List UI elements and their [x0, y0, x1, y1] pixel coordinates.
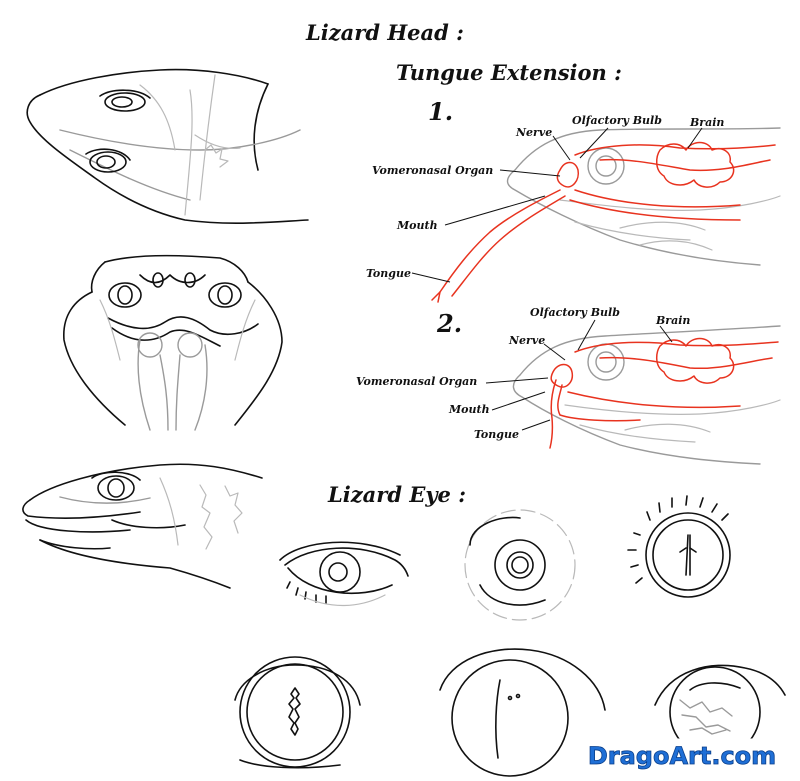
step-2-number: 2. — [436, 309, 462, 338]
lizard-head-open-mouth — [22, 463, 263, 589]
label-2-vomeronasal-organ: Vomeronasal Organ — [356, 375, 477, 388]
watermark-text: DragoArt.com — [588, 742, 776, 770]
label-2-olfactory-bulb: Olfactory Bulb — [530, 306, 620, 319]
eye-1-lidded — [279, 541, 409, 607]
tongue-diagram-1: Nerve Olfactory Bulb Brain Vomeronasal O… — [366, 114, 781, 303]
eye-5-vertical-slit — [439, 648, 606, 777]
eye-section-title: Lizard Eye : — [327, 482, 466, 507]
dragoart-logo: DragoArt.com — [564, 735, 800, 775]
page-title: Lizard Head : — [305, 20, 464, 45]
step-1-number: 1. — [428, 97, 453, 126]
label-2-nerve: Nerve — [508, 334, 545, 347]
eye-2-round — [464, 509, 576, 621]
eye-4-jagged-slit — [234, 656, 361, 769]
tongue-section-title: Tungue Extension : — [396, 60, 622, 85]
eye-3-spiky-slit — [627, 495, 731, 598]
label-2-brain: Brain — [655, 314, 690, 327]
label-2-mouth: Mouth — [448, 403, 490, 416]
label-1-tongue: Tongue — [366, 267, 411, 280]
label-1-brain: Brain — [689, 116, 724, 129]
tongue-diagram-2: Olfactory Bulb Brain Nerve Vomeronasal O… — [356, 306, 781, 465]
label-1-mouth: Mouth — [396, 219, 438, 232]
label-2-tongue: Tongue — [474, 428, 519, 441]
label-1-vomeronasal-organ: Vomeronasal Organ — [372, 164, 493, 177]
label-1-olfactory-bulb: Olfactory Bulb — [572, 114, 662, 127]
label-1-nerve: Nerve — [515, 126, 552, 139]
lizard-head-front-view — [63, 254, 283, 431]
lizard-head-side-view — [26, 68, 309, 224]
